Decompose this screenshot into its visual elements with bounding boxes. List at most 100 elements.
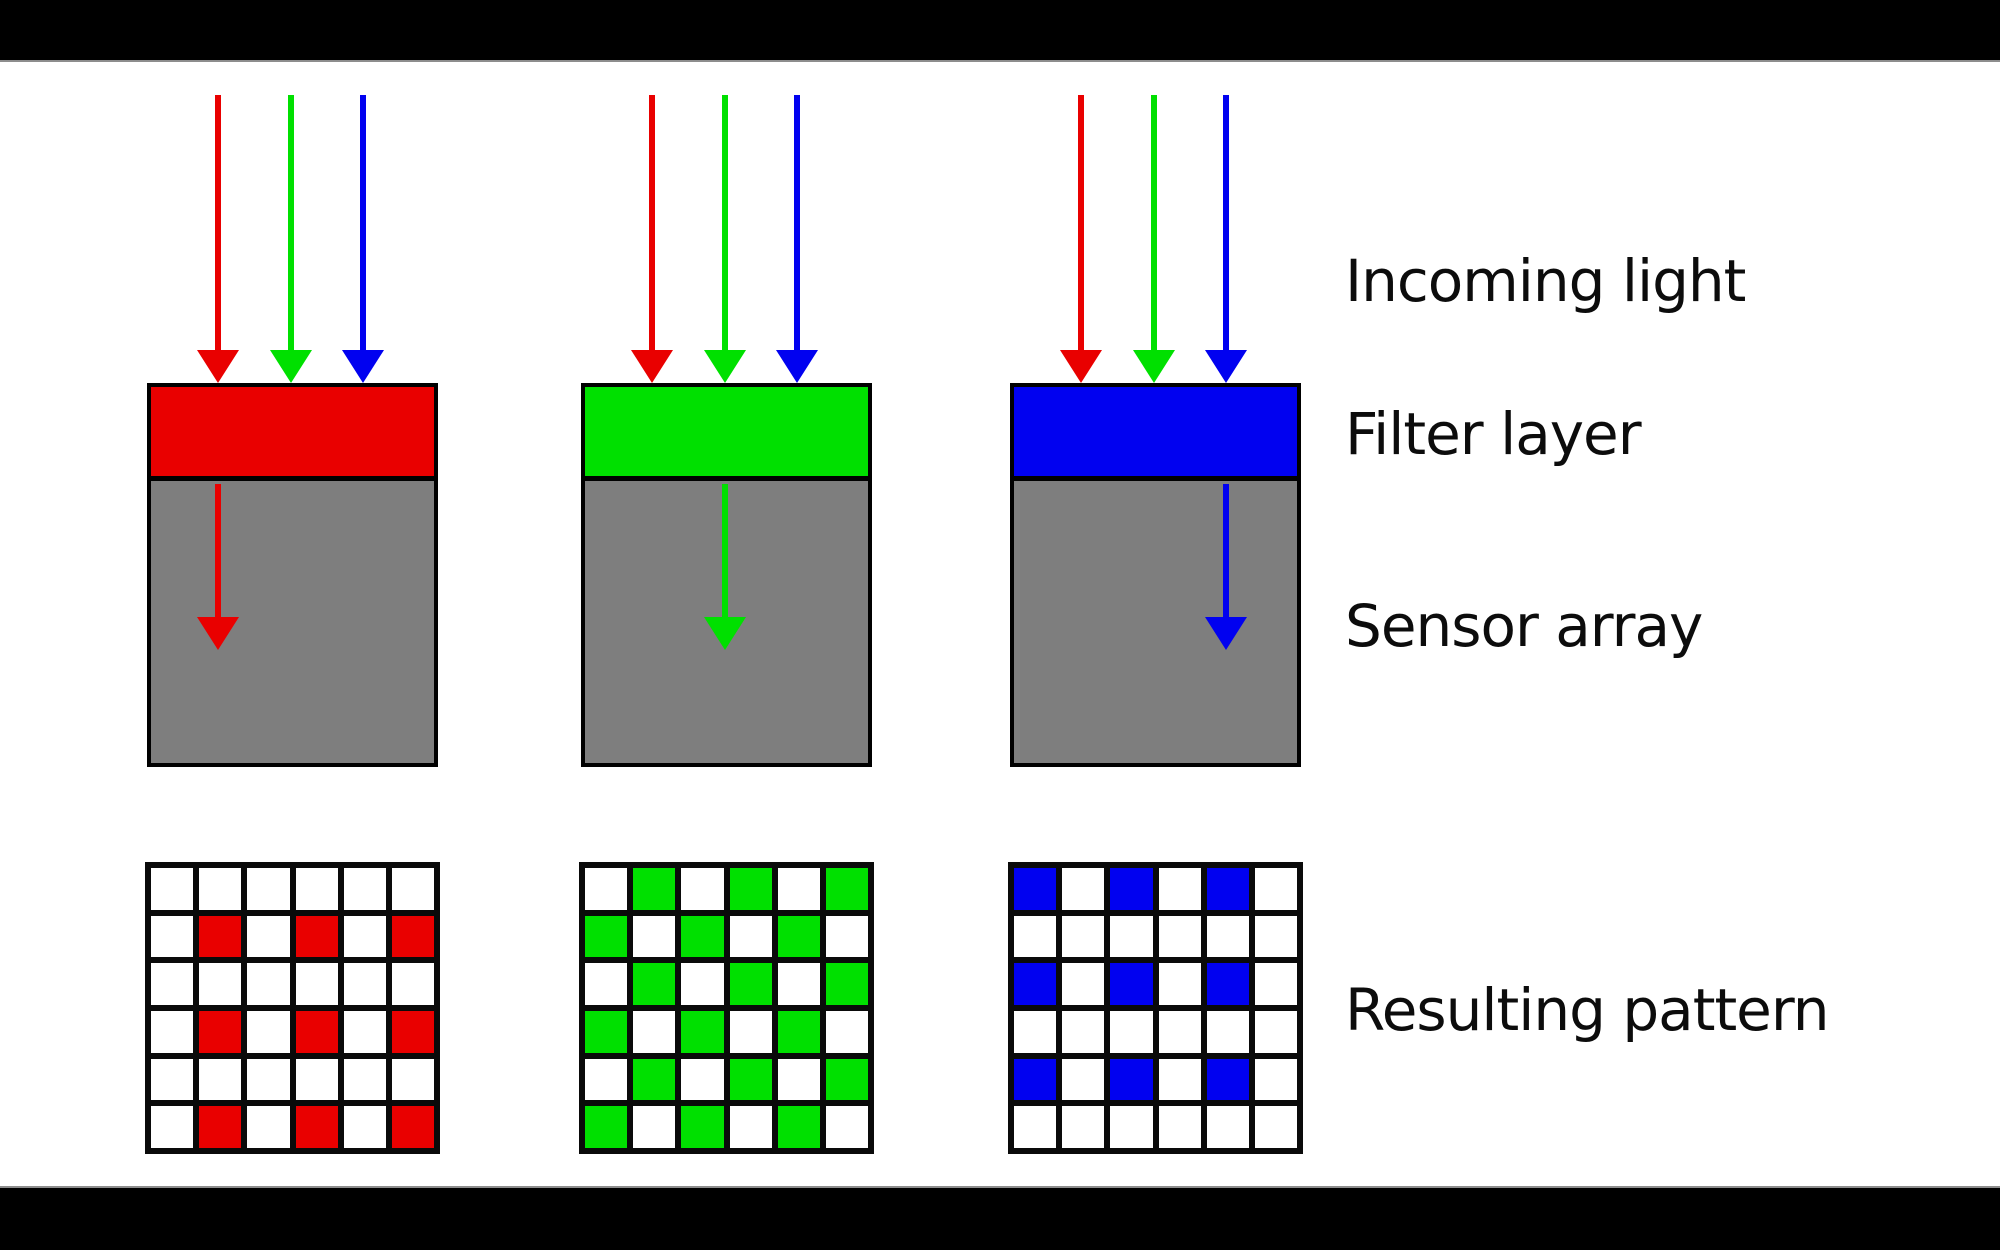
pattern-cell-green (678, 912, 727, 961)
pattern-cell-white (1251, 912, 1300, 961)
transmitted-red-arrow-shaft (215, 484, 221, 621)
pattern-cell-white (244, 865, 293, 913)
pattern-cell-white (1059, 912, 1108, 961)
pattern-cell-white (822, 1103, 871, 1151)
transmitted-green-arrow-shaft (722, 484, 728, 621)
pattern-cell-green (630, 960, 679, 1008)
pattern-cell-white (1251, 960, 1300, 1008)
pattern-cell-white (148, 865, 197, 913)
incoming-blue-light-arrow-head (1205, 350, 1247, 383)
pattern-cell-white (582, 1055, 631, 1104)
diagram-area: Incoming light Filter layer Sensor array… (0, 62, 2000, 1186)
pattern-cell-red (196, 912, 245, 961)
pattern-cell-white (1203, 1008, 1252, 1056)
pattern-cell-green (774, 1008, 823, 1056)
pattern-cell-white (196, 960, 245, 1008)
pattern-cell-white (1107, 1103, 1156, 1151)
pattern-cell-green (582, 912, 631, 961)
incoming-red-light-arrow-head (631, 350, 673, 383)
pattern-cell-white (292, 960, 341, 1008)
letterbox-top-bar (0, 0, 2000, 62)
pattern-cell-white (244, 960, 293, 1008)
pattern-cell-blue (1011, 865, 1060, 913)
pattern-cell-white (630, 912, 679, 961)
pattern-cell-white (822, 912, 871, 961)
pattern-cell-white (1011, 912, 1060, 961)
pattern-cell-red (292, 1008, 341, 1056)
pattern-cell-white (148, 1103, 197, 1151)
pattern-cell-white (726, 1008, 775, 1056)
incoming-green-light-arrow-shaft (288, 95, 294, 354)
pattern-cell-white (340, 912, 389, 961)
pattern-cell-white (630, 1103, 679, 1151)
pattern-cell-green (726, 960, 775, 1008)
pattern-cell-white (1059, 960, 1108, 1008)
incoming-green-light-arrow-head (704, 350, 746, 383)
pattern-cell-blue (1203, 960, 1252, 1008)
pattern-cell-white (1251, 1055, 1300, 1104)
pattern-cell-white (1011, 1008, 1060, 1056)
transmitted-blue-arrow-shaft (1223, 484, 1229, 621)
pattern-cell-white (582, 960, 631, 1008)
pattern-cell-white (1059, 1103, 1108, 1151)
pattern-cell-white (1059, 1008, 1108, 1056)
pattern-cell-blue (1203, 865, 1252, 913)
incoming-red-light-arrow-shaft (215, 95, 221, 354)
sensor-array-box-red (147, 477, 438, 767)
pattern-cell-white (1251, 1103, 1300, 1151)
pattern-cell-white (1251, 1008, 1300, 1056)
pattern-cell-white (1155, 960, 1204, 1008)
transmitted-green-arrow-head (704, 617, 746, 650)
pattern-cell-blue (1107, 865, 1156, 913)
pattern-cell-white (1107, 1008, 1156, 1056)
pattern-cell-blue (1107, 1055, 1156, 1104)
pattern-cell-green (822, 960, 871, 1008)
sensor-array-box-blue (1010, 477, 1301, 767)
pattern-cell-blue (1011, 1055, 1060, 1104)
filter-layer-blue (1010, 383, 1301, 480)
pattern-cell-green (822, 1055, 871, 1104)
resulting-pattern-grid-blue (1008, 862, 1303, 1154)
pattern-cell-white (582, 865, 631, 913)
transmitted-red-arrow-head (197, 617, 239, 650)
pattern-cell-green (678, 1103, 727, 1151)
incoming-blue-light-arrow-shaft (360, 95, 366, 354)
pattern-cell-white (726, 912, 775, 961)
pattern-cell-white (774, 960, 823, 1008)
pattern-cell-white (726, 1103, 775, 1151)
pattern-cell-white (678, 1055, 727, 1104)
pattern-cell-blue (1107, 960, 1156, 1008)
pattern-cell-white (196, 865, 245, 913)
pattern-cell-red (388, 1008, 437, 1056)
filter-layer-red (147, 383, 438, 480)
incoming-red-light-arrow-shaft (649, 95, 655, 354)
pattern-cell-white (1155, 1008, 1204, 1056)
pattern-cell-white (244, 912, 293, 961)
pattern-cell-white (388, 960, 437, 1008)
pattern-cell-white (1203, 1103, 1252, 1151)
filter-layer-green (581, 383, 872, 480)
label-filter-layer: Filter layer (1345, 400, 1642, 468)
pattern-cell-white (774, 1055, 823, 1104)
incoming-blue-light-arrow-shaft (1223, 95, 1229, 354)
pattern-cell-white (340, 865, 389, 913)
pattern-cell-white (822, 1008, 871, 1056)
pattern-cell-white (678, 960, 727, 1008)
pattern-cell-white (148, 912, 197, 961)
label-sensor-array: Sensor array (1345, 592, 1703, 660)
pattern-cell-blue (1203, 1055, 1252, 1104)
pattern-cell-white (244, 1055, 293, 1104)
incoming-red-light-arrow-head (197, 350, 239, 383)
pattern-cell-white (148, 1008, 197, 1056)
incoming-red-light-arrow-shaft (1078, 95, 1084, 354)
pattern-cell-white (1251, 865, 1300, 913)
pattern-cell-white (774, 865, 823, 913)
transmitted-blue-arrow-head (1205, 617, 1247, 650)
pattern-cell-white (1155, 912, 1204, 961)
pattern-cell-white (340, 1103, 389, 1151)
pattern-cell-green (774, 912, 823, 961)
pattern-cell-green (726, 1055, 775, 1104)
pattern-cell-green (582, 1008, 631, 1056)
incoming-blue-light-arrow-head (342, 350, 384, 383)
pattern-cell-white (630, 1008, 679, 1056)
